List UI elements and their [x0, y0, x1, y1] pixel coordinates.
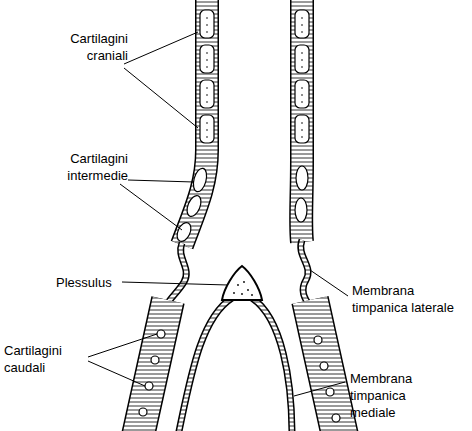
part-label: Cartilagini intermedie — [30, 150, 128, 184]
part-label: Membrana timpanica mediale — [350, 370, 454, 421]
part-label: Cartilagini craniali — [40, 30, 128, 64]
part-label: Cartilagini caudali — [4, 342, 86, 376]
part-label: Plessulus — [56, 274, 112, 291]
part-label: Membrana timpanica laterale — [352, 282, 456, 316]
